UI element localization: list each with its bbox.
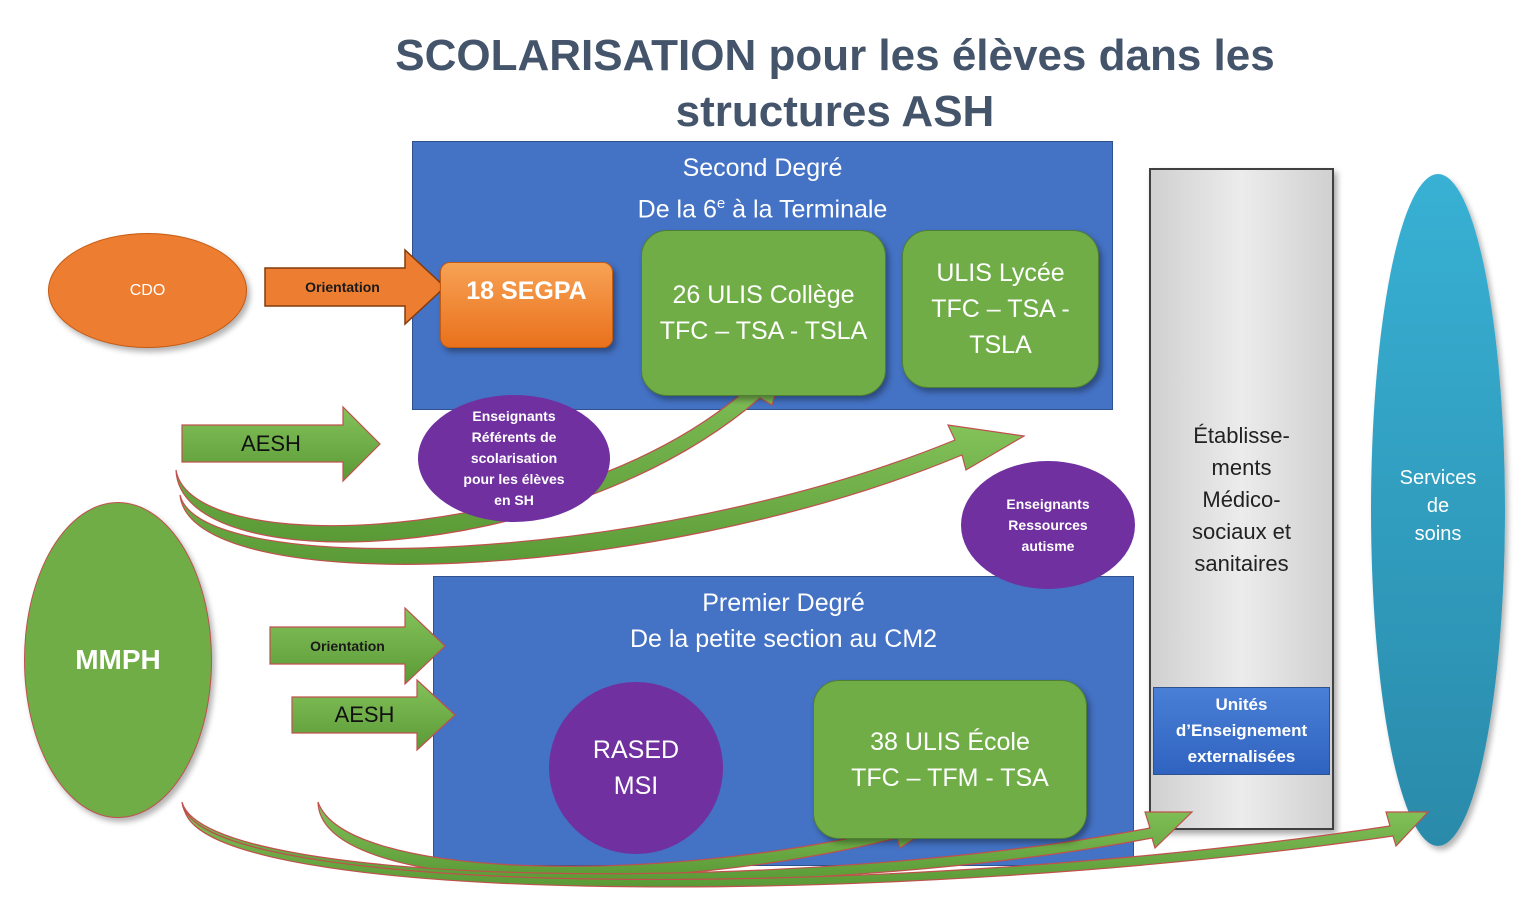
page-title: SCOLARISATION pour les élèves dans les s… [330, 28, 1340, 140]
second-degre-title: Second Degré [682, 154, 843, 182]
cdo-ellipse: CDO [48, 233, 247, 348]
ulis-ecole-box: 38 ULIS École TFC – TFM - TSA [813, 680, 1087, 839]
ulis-lycee-box: ULIS Lycée TFC – TSA - TSLA [902, 230, 1099, 388]
premier-degre-title: Premier Degré [702, 589, 865, 617]
etablissements-box: Établisse- ments Médico- sociaux et sani… [1149, 168, 1334, 830]
aesh-label-top: AESH [241, 430, 301, 456]
segpa-box: 18 SEGPA [440, 262, 613, 348]
orientation-label-top: Orientation [305, 279, 380, 295]
aesh-label-bottom: AESH [334, 702, 395, 727]
mmph-ellipse: MMPH [24, 502, 212, 818]
premier-degre-subtitle: De la petite section au CM2 [629, 625, 938, 653]
enseignants-referents-circle: Enseignants Référents de scolarisation p… [418, 395, 610, 522]
second-degre-subtitle: De la 6e à la Terminale [637, 195, 888, 224]
unites-enseignement-box: Unités d’Enseignement externalisées [1153, 687, 1330, 775]
services-de-soins-ellipse: Services de soins [1371, 174, 1505, 846]
ulis-college-box: 26 ULIS Collège TFC – TSA - TSLA [641, 230, 886, 396]
enseignants-ressources-circle: Enseignants Ressources autisme [961, 461, 1135, 589]
title-line-1: SCOLARISATION pour les élèves dans les [395, 31, 1275, 80]
title-line-2: structures ASH [675, 87, 995, 136]
orientation-label-bottom: Orientation [310, 637, 385, 654]
rased-msi-circle: RASED MSI [549, 682, 723, 854]
etablissements-label: Établisse- ments Médico- sociaux et sani… [1191, 423, 1292, 576]
